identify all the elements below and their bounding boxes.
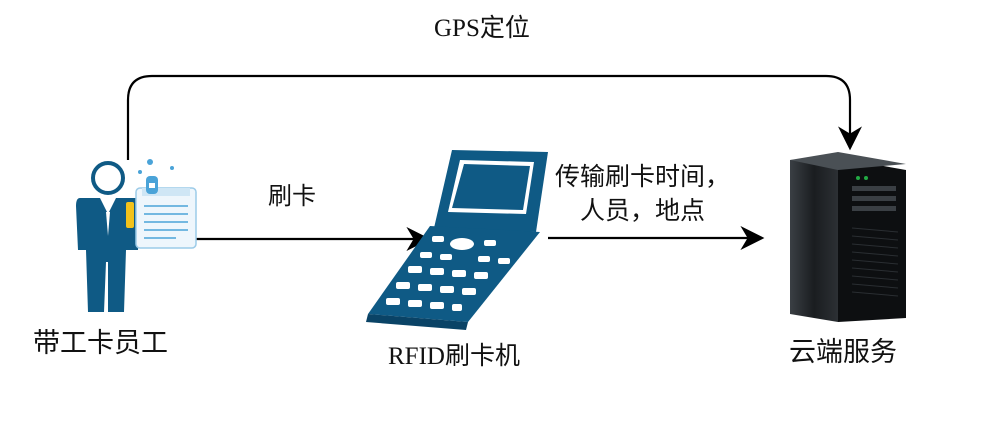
gps-label: GPS定位 bbox=[434, 15, 530, 42]
transmit-label: 传输刷卡时间， 人员，地点 bbox=[555, 160, 730, 228]
cloud-service-label: 云端服务 bbox=[789, 337, 897, 368]
rfid-reader-icon bbox=[366, 150, 548, 330]
gps-arrow bbox=[126, 74, 862, 160]
employee-icon bbox=[76, 161, 140, 312]
transmit-label-line1: 传输刷卡时间， bbox=[555, 162, 731, 191]
swipe-label: 刷卡 bbox=[268, 182, 316, 210]
employee-label: 带工卡员工 bbox=[33, 328, 168, 359]
badge-icon bbox=[126, 159, 197, 249]
server-icon bbox=[790, 152, 906, 322]
transmit-label-line2: 人员，地点 bbox=[580, 195, 706, 225]
reader-label: RFID刷卡机 bbox=[388, 343, 520, 370]
